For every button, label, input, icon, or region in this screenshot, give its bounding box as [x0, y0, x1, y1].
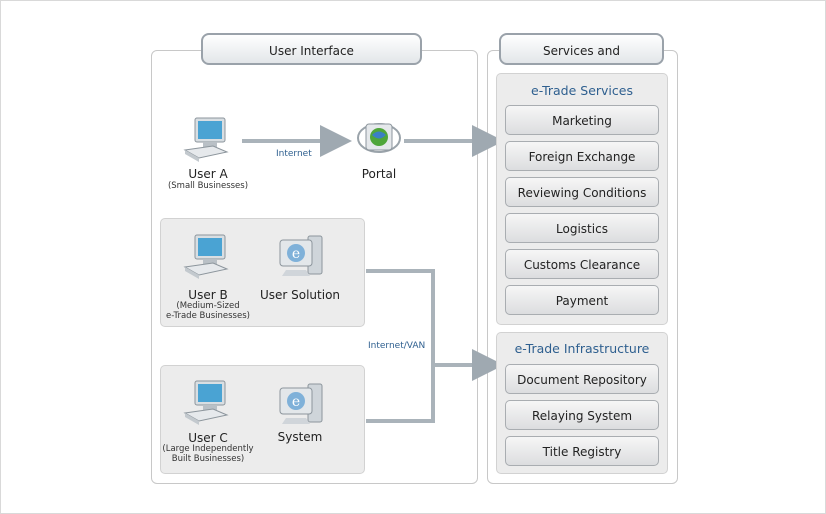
service-payment[interactable]: Payment: [505, 285, 659, 315]
service-logistics[interactable]: Logistics: [505, 213, 659, 243]
internet-van-label: Internet/VAN: [368, 341, 426, 351]
user-b-subtitle-line-2: e-Trade Businesses): [166, 311, 250, 321]
service-marketing[interactable]: Marketing: [505, 105, 659, 135]
user-solution-server-icon: e: [276, 234, 326, 284]
user-solution-label: User Solution: [259, 288, 341, 302]
user-c-name: User C: [188, 431, 228, 445]
service-foreign-exchange[interactable]: Foreign Exchange: [505, 141, 659, 171]
infra-title-registry[interactable]: Title Registry: [505, 436, 659, 466]
portal-label: Portal: [361, 167, 397, 181]
etrade-infrastructure-title: e-Trade Infrastructure: [514, 341, 650, 356]
svg-text:e: e: [292, 246, 300, 262]
system-label: System: [277, 430, 323, 444]
user-interface-title: User Interface: [201, 33, 422, 65]
service-reviewing-conditions[interactable]: Reviewing Conditions: [505, 177, 659, 207]
service-customs-clearance[interactable]: Customs Clearance: [505, 249, 659, 279]
user-b-name: User B: [188, 288, 228, 302]
user-a-name: User A: [188, 167, 228, 181]
svg-text:e: e: [292, 394, 300, 410]
user-a-subtitle: (Small Businesses): [167, 181, 249, 191]
user-b-subtitle-line-1: (Medium-Sized: [176, 301, 240, 311]
user-c-subtitle-line-2: Built Businesses): [171, 454, 245, 464]
etrade-services-title: e-Trade Services: [531, 83, 633, 98]
etrade-services-group: e-Trade Services Marketing Foreign Excha…: [496, 73, 668, 325]
etrade-infrastructure-group: e-Trade Infrastructure Document Reposito…: [496, 332, 668, 474]
user-c-computer-icon: [183, 379, 229, 431]
infra-relaying-system[interactable]: Relaying System: [505, 400, 659, 430]
internet-label: Internet: [276, 149, 312, 159]
portal-globe-icon: [356, 116, 402, 164]
user-b-computer-icon: [183, 233, 229, 285]
user-c-subtitle-line-1: (Large Independently: [162, 444, 254, 454]
user-b-connector: [366, 269, 435, 423]
infra-document-repository[interactable]: Document Repository: [505, 364, 659, 394]
system-server-icon: e: [276, 382, 326, 432]
user-a-computer-icon: [183, 116, 229, 168]
